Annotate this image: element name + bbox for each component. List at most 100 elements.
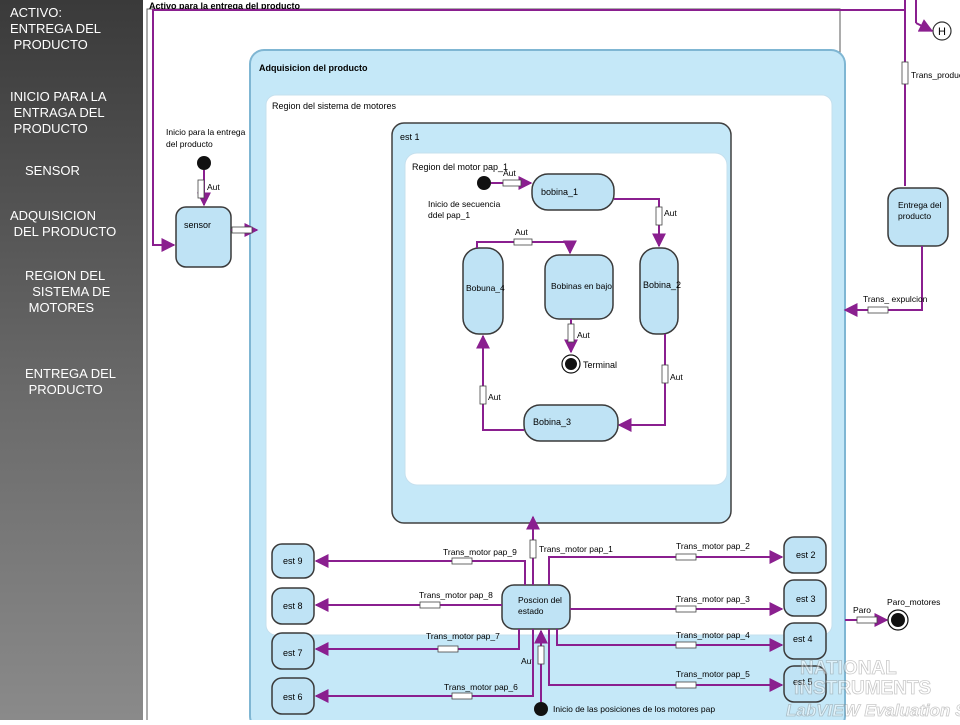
b3-b4-connector xyxy=(479,385,487,405)
trans4-wire xyxy=(556,629,784,652)
trans6-wire xyxy=(314,629,534,703)
sensor-out-connector xyxy=(231,226,253,234)
sidebar-item-inicio[interactable]: INICIO PARA LA ENTRAGA DEL PRODUCTO xyxy=(10,89,107,136)
b4-bajo-connector xyxy=(513,238,533,246)
sidebar-item-adquisicion[interactable]: ADQUISICION DEL PRODUCTO xyxy=(10,208,117,239)
bobina2-label: Bobina_2 xyxy=(643,280,681,290)
positions-initial-node[interactable] xyxy=(534,702,548,716)
paro-label: Paro xyxy=(853,605,871,615)
est2-state[interactable] xyxy=(783,536,827,574)
est3-state[interactable] xyxy=(783,579,827,617)
positions-initial-connector xyxy=(537,645,545,665)
trans-producto-connector xyxy=(901,61,909,85)
posicion-label-1: Poscion del xyxy=(518,595,562,605)
trans4-label: Trans_motor pap_4 xyxy=(676,630,750,640)
b2-b3-aut: Aut xyxy=(670,372,683,382)
paro-connector xyxy=(856,616,878,624)
est8-state[interactable] xyxy=(271,587,315,625)
acquisition-title: Adquisicion del producto xyxy=(259,63,368,73)
bobina3-label: Bobina_3 xyxy=(533,417,571,427)
terminal-label: Terminal xyxy=(583,360,617,370)
bobina4-state[interactable] xyxy=(462,247,504,335)
est7-state[interactable] xyxy=(271,632,315,670)
bobina1-label: bobina_1 xyxy=(541,187,578,197)
pap1-initial-node[interactable] xyxy=(477,176,491,190)
est9-label: est 9 xyxy=(283,556,303,566)
trans7-label: Trans_motor pap_7 xyxy=(426,631,500,641)
est5-state[interactable] xyxy=(783,665,827,703)
trans6-label: Trans_motor pap_6 xyxy=(444,682,518,692)
trans7-connector xyxy=(437,645,459,653)
sensor-aut-label: Aut xyxy=(207,182,220,192)
trans5-connector xyxy=(675,681,697,689)
bobina2-state[interactable] xyxy=(639,247,679,335)
ni-watermark: NATIONAL INSTRUMENTS LabVIEW Evaluation … xyxy=(786,658,960,721)
bobina1-state[interactable] xyxy=(531,173,615,211)
watermark-line1: NATIONAL xyxy=(800,658,897,679)
bobinas-bajo-label: Bobinas en bajo xyxy=(551,281,612,291)
b3-b4-aut: Aut xyxy=(488,392,501,402)
est2-label: est 2 xyxy=(796,550,816,560)
entrega-label-2: producto xyxy=(898,211,931,221)
bajo-terminal-connector xyxy=(567,323,575,343)
trans1-label: Trans_motor pap_1 xyxy=(539,544,613,554)
trans9-connector xyxy=(451,557,473,565)
sequence-start-label-1: Inicio de secuencia xyxy=(428,199,501,209)
trans5-label: Trans_motor pap_5 xyxy=(676,669,750,679)
sensor-state[interactable] xyxy=(175,206,232,268)
posicion-state[interactable] xyxy=(501,584,571,630)
bajo-terminal-aut: Aut xyxy=(577,330,590,340)
sensor-aut-connector xyxy=(197,179,205,199)
watermark-line3: LabVIEW Evaluation So xyxy=(786,701,960,720)
trans5-wire xyxy=(548,629,784,692)
posicion-label-2: estado xyxy=(518,606,544,616)
sensor-initial-node[interactable] xyxy=(197,156,211,170)
paro-motores-inner xyxy=(891,613,905,627)
trans-expulcion-label: Trans_ expulcion xyxy=(863,294,928,304)
b1-to-b2-wire xyxy=(614,198,666,248)
trans-producto-label: Trans_product xyxy=(911,70,960,80)
sensor-label: sensor xyxy=(184,220,211,230)
est4-state[interactable] xyxy=(783,622,827,660)
trans8-label: Trans_motor pap_8 xyxy=(419,590,493,600)
trans2-wire xyxy=(548,550,784,585)
trans6-connector xyxy=(451,692,473,700)
sequence-start-label-2: ddel pap_1 xyxy=(428,210,470,220)
history-label: H xyxy=(938,26,946,38)
bobinas-bajo-state[interactable] xyxy=(544,254,614,320)
est6-label: est 6 xyxy=(283,692,303,702)
bobina3-state[interactable] xyxy=(523,404,619,442)
sidebar-item-sensor[interactable]: SENSOR xyxy=(25,163,80,178)
watermark-line2: INSTRUMENTS xyxy=(794,678,931,699)
trans3-label: Trans_motor pap_3 xyxy=(676,594,750,604)
trans7-wire xyxy=(314,629,520,656)
entrega-label-1: Entrega del xyxy=(898,200,942,210)
est8-label: est 8 xyxy=(283,601,303,611)
pap1-initial-connector xyxy=(502,179,522,187)
activo-wire xyxy=(152,0,906,252)
trans2-connector xyxy=(675,553,697,561)
start-label-1: Inicio para la entrega xyxy=(166,127,246,137)
b2-b3-connector xyxy=(661,364,669,384)
est5-label: est 5 xyxy=(793,677,813,687)
entrega-state[interactable] xyxy=(887,187,949,247)
positions-start-label: Inicio de las posiciones de los motores … xyxy=(553,704,715,714)
est6-state[interactable] xyxy=(271,677,315,715)
positions-initial-aut: Aut xyxy=(521,656,534,666)
sidebar-item-activo[interactable]: ACTIVO: ENTREGA DEL PRODUCTO xyxy=(10,5,102,52)
trans9-label: Trans_motor pap_9 xyxy=(443,547,517,557)
est9-state[interactable] xyxy=(271,543,315,579)
b2-to-b3-wire xyxy=(617,334,666,432)
b3-to-b4-wire xyxy=(476,334,524,431)
trans2-label: Trans_motor pap_2 xyxy=(676,541,750,551)
sidebar: ACTIVO: ENTREGA DEL PRODUCTO INICIO PARA… xyxy=(0,0,143,720)
trans8-connector xyxy=(419,601,441,609)
sidebar-item-region[interactable]: REGION DEL SISTEMA DE MOTORES xyxy=(25,268,111,315)
sidebar-item-entrega[interactable]: ENTREGA DEL PRODUCTO xyxy=(25,366,117,397)
b4-bajo-aut: Aut xyxy=(515,227,528,237)
history-arrow xyxy=(915,19,934,32)
statechart-diagram: Activo para la entrega del producto H Ad… xyxy=(146,0,960,725)
